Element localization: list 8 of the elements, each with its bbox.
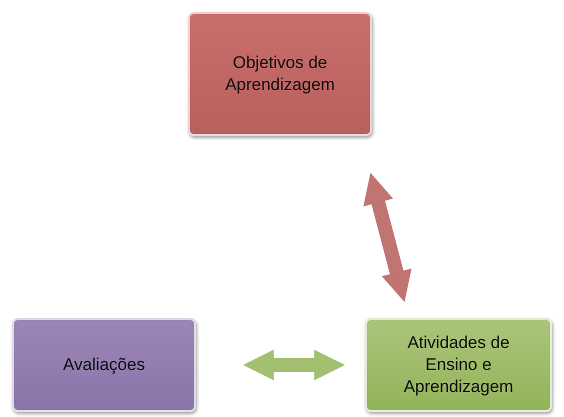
double-arrow (363, 172, 412, 302)
node-label: Avaliações (62, 354, 146, 376)
process-box (12, 318, 196, 412)
node-label: Objetivos de Aprendizagem (224, 52, 336, 96)
process-box (188, 12, 372, 136)
double-arrow (243, 350, 345, 380)
node-label: Atividades de Ensino e Aprendizagem (402, 332, 514, 398)
process-box (365, 318, 552, 412)
